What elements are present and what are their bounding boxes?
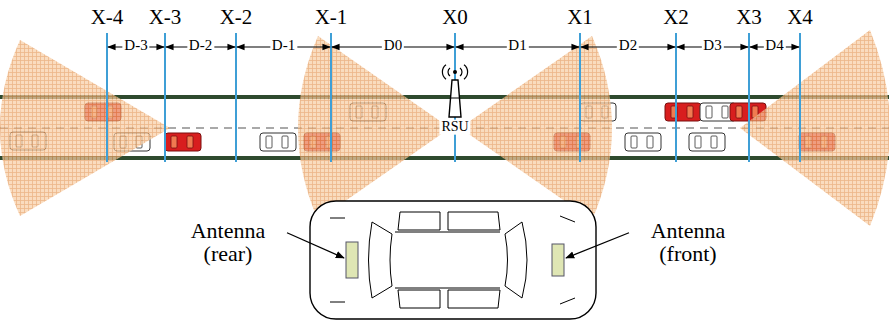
- beam-sector: [460, 36, 612, 220]
- distance-label: D4: [763, 38, 785, 54]
- vehicle: [625, 133, 661, 151]
- distance-label: D3: [701, 38, 723, 54]
- road-edge: [0, 95, 889, 99]
- distance-label: D0: [382, 38, 404, 54]
- beam-sector: [740, 30, 889, 226]
- road-edge: [0, 156, 889, 160]
- vehicle: [260, 133, 296, 151]
- position-label: X-3: [149, 6, 182, 28]
- vehicle: [689, 133, 725, 151]
- antenna-label: Antenna (rear): [173, 219, 283, 265]
- car-top-view: [310, 201, 596, 319]
- beam-sector: [0, 40, 170, 216]
- position-label: X1: [567, 6, 593, 28]
- leader-arrow: [566, 233, 629, 258]
- position-line: [164, 33, 166, 162]
- rsu-tower: [442, 65, 467, 117]
- position-label: X-4: [91, 6, 124, 28]
- antenna-beams: [0, 30, 889, 226]
- distance-label: D-3: [122, 38, 149, 54]
- antenna-rear: [346, 242, 358, 278]
- position-label: X2: [663, 6, 689, 28]
- leader-arrow: [287, 233, 344, 258]
- position-label: X-1: [315, 6, 348, 28]
- position-line: [675, 33, 677, 162]
- position-label: X3: [736, 6, 762, 28]
- position-line: [235, 33, 237, 162]
- position-label: X4: [787, 6, 813, 28]
- vehicle: [165, 133, 201, 151]
- position-line: [106, 33, 108, 162]
- distance-label: D-1: [270, 38, 297, 54]
- position-label: X0: [442, 6, 468, 28]
- position-lines: [107, 33, 800, 162]
- antenna-front: [552, 244, 564, 276]
- vehicle: [665, 103, 701, 121]
- beam-sector: [298, 36, 450, 220]
- rsu-label: RSU: [439, 120, 470, 135]
- distance-label: D2: [617, 38, 639, 54]
- position-label: X-2: [220, 6, 253, 28]
- distance-label: D1: [506, 38, 528, 54]
- position-line: [748, 33, 750, 162]
- position-line: [579, 33, 581, 162]
- distance-label: D-2: [187, 38, 214, 54]
- position-line: [330, 33, 332, 162]
- antenna-label: Antenna (front): [633, 219, 743, 265]
- position-line: [799, 33, 801, 162]
